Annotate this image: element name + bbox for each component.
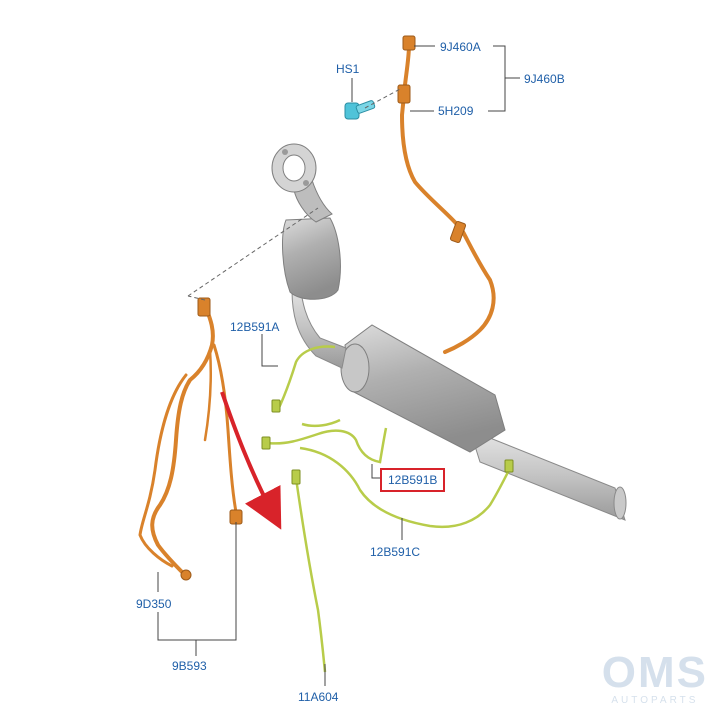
watermark-main-text: OMS bbox=[601, 648, 708, 697]
label-5h209: 5H209 bbox=[438, 104, 474, 118]
reference-dashed-lines bbox=[187, 87, 403, 301]
hs1-bolt bbox=[344, 100, 376, 120]
watermark-sub-text: AUTOPARTS bbox=[611, 695, 699, 706]
exhaust-pipe-assembly bbox=[271, 143, 627, 521]
label-11a604: 11A604 bbox=[298, 690, 339, 704]
label-9b593: 9B593 bbox=[172, 659, 207, 673]
watermark-logo: OMS AUTOPARTS bbox=[601, 648, 708, 707]
direction-arrow bbox=[220, 391, 282, 530]
label-hs1: HS1 bbox=[336, 62, 360, 76]
label-9j460a: 9J460A bbox=[440, 40, 481, 54]
upper-oxygen-sensor-harness bbox=[397, 35, 496, 354]
left-oxygen-sensor-harness bbox=[138, 297, 243, 581]
green-sensor-11a604 bbox=[291, 469, 327, 673]
green-sensor-harness-b bbox=[261, 418, 388, 464]
label-12b591b: 12B591B bbox=[380, 468, 446, 492]
green-sensor-harness-a bbox=[271, 345, 336, 413]
label-12b591c: 12B591C bbox=[370, 545, 421, 559]
label-9d350: 9D350 bbox=[136, 597, 172, 611]
green-sensor-harness-c bbox=[299, 446, 514, 529]
leader-lines bbox=[157, 45, 520, 686]
label-9j460b: 9J460B bbox=[524, 72, 565, 86]
label-12b591a: 12B591A bbox=[230, 320, 280, 334]
